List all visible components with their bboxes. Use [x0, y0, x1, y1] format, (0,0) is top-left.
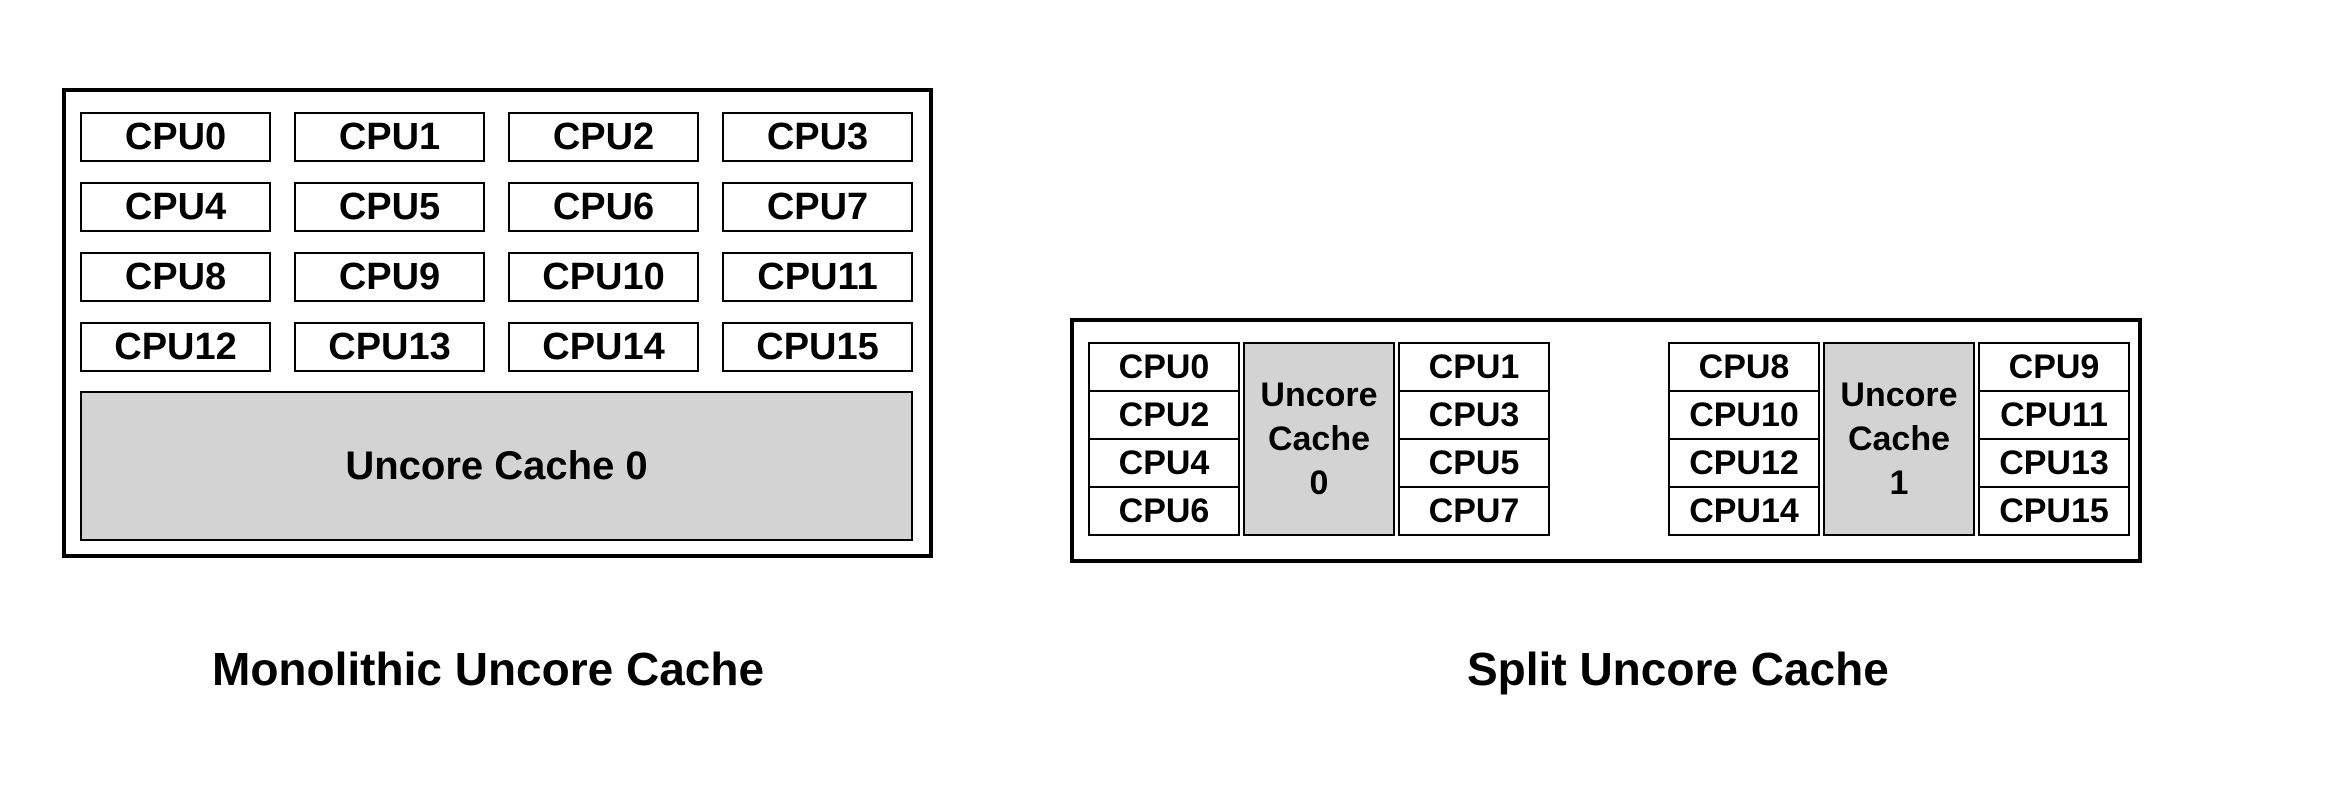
cpu-cell-cpu10: CPU10 [1668, 390, 1820, 440]
cpu-box-cpu2: CPU2 [508, 112, 699, 162]
cpu-box-cpu10: CPU10 [508, 252, 699, 302]
cpu-box-cpu9: CPU9 [294, 252, 485, 302]
cpu-box-cpu6: CPU6 [508, 182, 699, 232]
split-caption: Split Uncore Cache [1467, 643, 1889, 695]
split-package-box: CPU0 CPU2 CPU4 CPU6 Uncore Cache 0 CPU1 … [1070, 318, 2142, 563]
cpu-box-cpu12: CPU12 [80, 322, 271, 372]
monolithic-package-box: CPU0 CPU1 CPU2 CPU3 CPU4 CPU5 CPU6 CPU7 … [62, 88, 933, 558]
cluster-1-right-column: CPU9 CPU11 CPU13 CPU15 [1978, 342, 2130, 536]
cpu-cell-cpu11: CPU11 [1978, 390, 2130, 440]
cluster-1-left-column: CPU8 CPU10 CPU12 CPU14 [1668, 342, 1820, 536]
cpu-box-cpu1: CPU1 [294, 112, 485, 162]
cpu-box-cpu7: CPU7 [722, 182, 913, 232]
cpu-box-cpu15: CPU15 [722, 322, 913, 372]
cpu-cell-cpu2: CPU2 [1088, 390, 1240, 440]
cpu-cell-cpu9: CPU9 [1978, 342, 2130, 392]
cpu-box-cpu13: CPU13 [294, 322, 485, 372]
cpu-cell-cpu1: CPU1 [1398, 342, 1550, 392]
cluster-0-left-column: CPU0 CPU2 CPU4 CPU6 [1088, 342, 1240, 536]
cpu-box-cpu11: CPU11 [722, 252, 913, 302]
cpu-box-cpu3: CPU3 [722, 112, 913, 162]
cpu-cell-cpu12: CPU12 [1668, 438, 1820, 488]
cpu-cell-cpu13: CPU13 [1978, 438, 2130, 488]
cpu-box-cpu5: CPU5 [294, 182, 485, 232]
cpu-cell-cpu0: CPU0 [1088, 342, 1240, 392]
cpu-box-cpu4: CPU4 [80, 182, 271, 232]
split-cluster-1: CPU8 CPU10 CPU12 CPU14 Uncore Cache 1 CP… [1668, 342, 2130, 536]
cpu-cell-cpu6: CPU6 [1088, 486, 1240, 536]
split-cluster-0: CPU0 CPU2 CPU4 CPU6 Uncore Cache 0 CPU1 … [1088, 342, 1550, 536]
monolithic-caption: Monolithic Uncore Cache [212, 643, 765, 695]
cpu-cell-cpu4: CPU4 [1088, 438, 1240, 488]
cluster-0-right-column: CPU1 CPU3 CPU5 CPU7 [1398, 342, 1550, 536]
cpu-cell-cpu3: CPU3 [1398, 390, 1550, 440]
cpu-cell-cpu7: CPU7 [1398, 486, 1550, 536]
uncore-cache-0-box: Uncore Cache 0 [80, 391, 913, 541]
split-uncore-cache-1-box: Uncore Cache 1 [1823, 342, 1975, 536]
monolithic-cpu-grid: CPU0 CPU1 CPU2 CPU3 CPU4 CPU5 CPU6 CPU7 … [80, 112, 913, 372]
cpu-cell-cpu14: CPU14 [1668, 486, 1820, 536]
cpu-box-cpu8: CPU8 [80, 252, 271, 302]
split-uncore-cache-0-box: Uncore Cache 0 [1243, 342, 1395, 536]
cpu-cell-cpu8: CPU8 [1668, 342, 1820, 392]
cpu-cell-cpu5: CPU5 [1398, 438, 1550, 488]
cpu-cell-cpu15: CPU15 [1978, 486, 2130, 536]
cpu-box-cpu0: CPU0 [80, 112, 271, 162]
cpu-box-cpu14: CPU14 [508, 322, 699, 372]
